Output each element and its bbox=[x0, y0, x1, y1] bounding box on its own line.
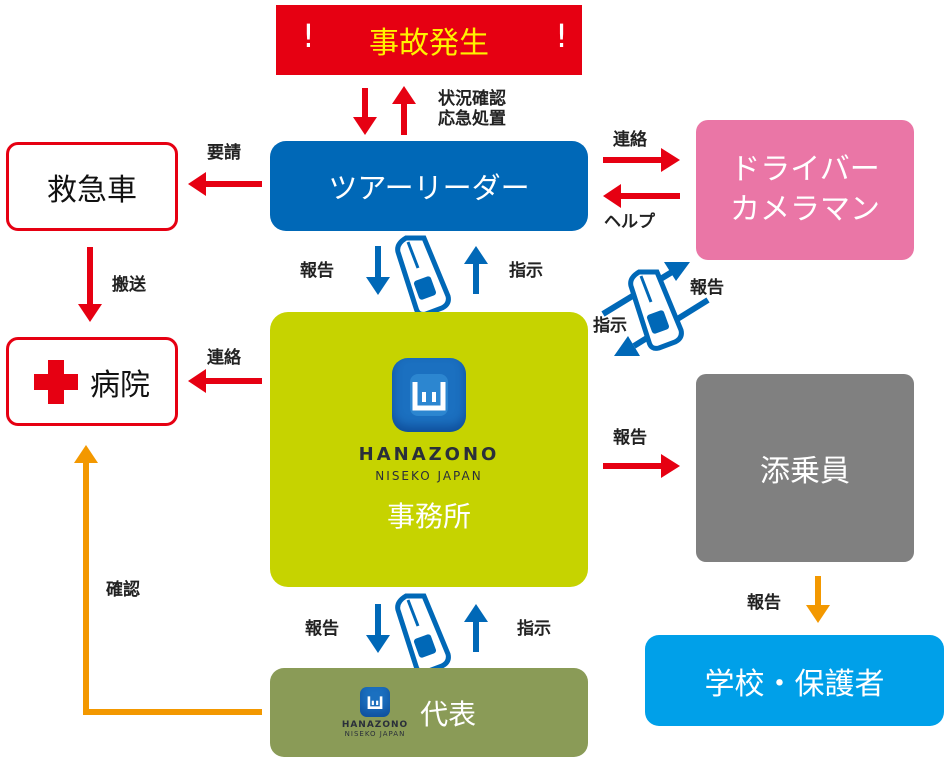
mobile-phone-icon bbox=[398, 238, 449, 314]
edge-label-instruct-driver: 指示 bbox=[593, 316, 627, 336]
arrow-report-to-rep bbox=[366, 604, 390, 653]
hospital-box: 病院 bbox=[6, 337, 178, 426]
edge-label-help: ヘルプ bbox=[604, 212, 655, 232]
mobile-phone-icon bbox=[631, 272, 682, 348]
representative-label: 代表 bbox=[420, 697, 477, 731]
attendant-box: 添乗員 bbox=[696, 374, 914, 562]
office-brand: HANAZONO bbox=[358, 444, 500, 465]
arrow-confirm-hospital bbox=[74, 445, 262, 715]
exclamation-icon: ! bbox=[302, 17, 315, 55]
attendant-label: 添乗員 bbox=[760, 454, 850, 489]
school-label: 学校・保護者 bbox=[704, 666, 885, 702]
arrow-instruct-office bbox=[464, 604, 488, 652]
arrow-report-attendant bbox=[603, 454, 680, 478]
hanazono-logo-icon bbox=[359, 687, 390, 717]
hanazono-logo-icon bbox=[392, 358, 466, 432]
accident-box: ! 事故発生 ! bbox=[276, 5, 582, 75]
mobile-phone-icon bbox=[398, 596, 449, 672]
arrow-tourleader-to-accident bbox=[392, 86, 416, 135]
arrow-transport-hospital bbox=[78, 247, 102, 322]
tour-leader-box: ツアーリーダー bbox=[270, 141, 588, 231]
accident-label: 事故発生 bbox=[369, 26, 489, 61]
office-label: 事務所 bbox=[386, 500, 471, 533]
office-box: HANAZONO NISEKO JAPAN 事務所 bbox=[270, 312, 588, 587]
arrow-contact-hospital bbox=[188, 369, 262, 393]
edge-label-report-driver: 報告 bbox=[690, 278, 724, 298]
ambulance-box: 救急車 bbox=[6, 142, 178, 231]
representative-box: HANAZONO NISEKO JAPAN 代表 bbox=[270, 668, 588, 757]
ambulance-label: 救急車 bbox=[47, 172, 137, 208]
arrow-instruct-tourleader bbox=[464, 246, 488, 294]
hospital-label: 病院 bbox=[90, 367, 150, 403]
edge-label-contact-hospital: 連絡 bbox=[207, 348, 241, 368]
edge-label-report-school: 報告 bbox=[747, 593, 781, 613]
rep-brand: HANAZONO bbox=[341, 720, 409, 730]
arrow-report-school bbox=[806, 576, 830, 623]
edge-label-instruct-office: 指示 bbox=[509, 261, 543, 281]
edge-label-instruct-rep: 指示 bbox=[517, 619, 551, 639]
edge-label-request: 要請 bbox=[207, 143, 241, 163]
edge-label-report-office: 報告 bbox=[300, 261, 334, 281]
edge-label-confirm: 確認 bbox=[106, 580, 140, 600]
red-cross-icon bbox=[34, 359, 78, 404]
edge-label-report-attendant: 報告 bbox=[613, 428, 647, 448]
cameraman-label: カメラマン bbox=[730, 192, 880, 227]
tour-leader-label: ツアーリーダー bbox=[328, 171, 530, 205]
school-parents-box: 学校・保護者 bbox=[645, 635, 944, 726]
edge-label-transport: 搬送 bbox=[112, 275, 146, 295]
arrow-contact-driver bbox=[603, 148, 680, 172]
edge-label-situation: 状況確認 応急処置 bbox=[438, 89, 506, 130]
rep-brand-sub: NISEKO JAPAN bbox=[344, 730, 406, 738]
driver-label: ドライバー bbox=[730, 151, 880, 187]
arrow-request-ambulance bbox=[188, 172, 262, 196]
arrow-report-to-office bbox=[366, 246, 390, 295]
edge-label-contact-driver: 連絡 bbox=[613, 130, 647, 150]
arrow-accident-to-tourleader bbox=[353, 88, 377, 135]
edge-label-report-rep: 報告 bbox=[305, 619, 339, 639]
arrow-help-from-driver bbox=[603, 184, 680, 208]
office-brand-sub: NISEKO JAPAN bbox=[375, 469, 483, 483]
driver-cameraman-box: ドライバー カメラマン bbox=[696, 120, 914, 260]
exclamation-icon: ! bbox=[555, 17, 568, 55]
